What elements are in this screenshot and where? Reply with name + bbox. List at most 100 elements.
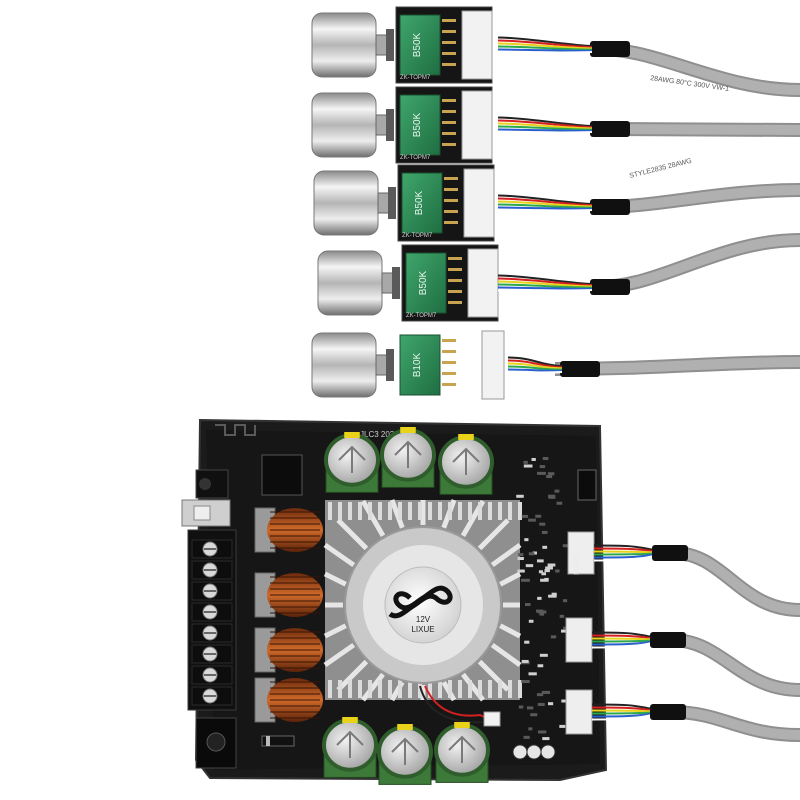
pot-brand: ZK-TOPM7 (400, 155, 431, 161)
pot-pin (444, 188, 458, 191)
board-wire-1-5 (593, 553, 655, 559)
pot-pin (442, 30, 456, 33)
smd-component (539, 465, 546, 469)
board-wire-1-2 (593, 547, 655, 553)
wire-4-3 (497, 280, 593, 288)
capacitor-stripe (344, 432, 360, 438)
smd-component (555, 569, 560, 573)
wire-5-1 (507, 356, 563, 367)
board-wire-2-5 (591, 640, 653, 646)
pot-pin (442, 350, 456, 353)
pot-nut (386, 109, 394, 141)
smd-component (539, 522, 546, 526)
pot-pin (442, 383, 456, 386)
capacitor-vent (338, 445, 366, 473)
board-wire-3-4 (591, 711, 653, 715)
wire-4-2 (497, 277, 593, 287)
pot-pin (442, 63, 456, 66)
smd-component (523, 464, 533, 468)
connector-label: M VOL (574, 553, 581, 575)
smd-component (559, 724, 566, 728)
smd-component (524, 538, 529, 542)
smd-component (537, 730, 547, 734)
knob (311, 332, 377, 398)
smd-component (518, 553, 524, 557)
board-cable-sheen-1 (673, 548, 800, 615)
board-wire-2-2 (591, 634, 653, 640)
capacitor-vent (394, 440, 422, 468)
board-heatshrink-3 (650, 704, 686, 720)
smd-component (541, 572, 547, 576)
smd-component (561, 629, 569, 633)
pot-nut (392, 267, 400, 299)
smd-component (536, 559, 544, 563)
pot-pin (442, 361, 456, 364)
board-cable-group (591, 544, 800, 742)
heatshrink-5 (560, 361, 600, 377)
heatsink-fin (499, 623, 522, 639)
capacitor-vent (391, 737, 419, 765)
board-wire-2-1 (591, 631, 653, 638)
smd-component (539, 612, 545, 616)
smd-component (545, 566, 553, 570)
heatsink-fin (389, 499, 405, 529)
smd-component (544, 569, 550, 573)
potentiometer-3: B50K ZK-TOPM7 (313, 164, 495, 242)
wire-1-3 (497, 42, 593, 50)
pot-pin (442, 339, 456, 342)
pot-pin (442, 110, 456, 113)
smd-component (532, 551, 537, 555)
board-wire-2-3 (591, 637, 653, 641)
smd-component (537, 702, 545, 706)
smd-component (526, 706, 534, 710)
smd-component (521, 514, 529, 518)
heatsink-fin (360, 499, 386, 537)
wire-3-6 (497, 209, 593, 212)
pot-marking: B50K (412, 112, 423, 137)
wire-4-5 (497, 286, 593, 290)
smd-component (550, 635, 557, 639)
smd-component (559, 614, 565, 618)
board-wire-3-1 (591, 703, 653, 710)
smd-component (551, 592, 557, 596)
header-pins (577, 469, 597, 501)
capacitor-top-3 (438, 434, 494, 495)
pot-pin (444, 199, 458, 202)
right-connectors: M VOL (565, 531, 595, 735)
pot-marking: B50K (414, 190, 425, 215)
pot-pin (448, 257, 462, 260)
infinity-logo-icon (388, 585, 453, 619)
pot-nut (386, 349, 394, 381)
heatsink-fin (323, 571, 347, 587)
board-wire-3-6 (591, 714, 653, 721)
wire-5-3 (507, 362, 563, 370)
smd-component (562, 599, 568, 603)
smd-component (537, 471, 546, 475)
wire-1-2 (497, 39, 593, 49)
wire-1-5 (497, 48, 593, 52)
silkscreen-top-text: JLC3 2021 E (360, 430, 406, 439)
board-heatshrink-2 (650, 632, 686, 648)
smd-component (540, 578, 549, 582)
smd-component (521, 659, 529, 663)
smd-component (518, 705, 524, 709)
board-wire-3-2 (591, 706, 653, 712)
smd-component (535, 514, 542, 518)
pot-pin (444, 177, 458, 180)
heatsink-fin (490, 642, 522, 668)
pot-nut (388, 187, 396, 219)
heatsink-fin (323, 542, 356, 568)
fan-label-voltage: 12V (416, 615, 431, 624)
pot-body (399, 14, 441, 76)
wire-4-1 (497, 274, 593, 285)
pot-brand: ZK-TOPM7 (402, 233, 433, 239)
pot-body (399, 94, 441, 156)
pot-body (401, 172, 443, 234)
pot-body (399, 334, 441, 396)
heatsink-fin (336, 518, 369, 551)
smd-component (541, 530, 548, 534)
pot-marking: B10K (412, 352, 423, 377)
heatsink-fin (477, 518, 510, 551)
